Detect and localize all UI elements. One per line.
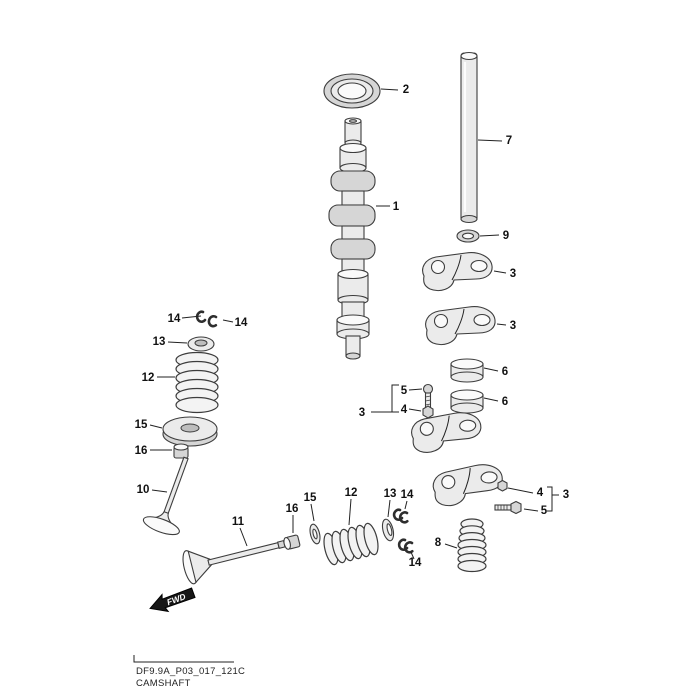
leader <box>408 408 422 412</box>
leader <box>479 234 500 237</box>
leader <box>348 498 352 526</box>
part-label: 5 <box>541 505 548 517</box>
part-labels: 2 1 7 9 3 3 6 6 5 4 3 14 14 13 12 15 16 … <box>135 84 570 569</box>
oil-seal <box>323 73 381 109</box>
adjusting-screw-2 <box>494 500 522 515</box>
part-label: 2 <box>403 84 409 96</box>
part-label: 5 <box>401 385 408 397</box>
part-label: 4 <box>537 487 544 499</box>
spring-retainer-1 <box>187 336 215 352</box>
leader <box>404 500 408 510</box>
footer-rule <box>133 655 234 663</box>
part-label: 15 <box>135 419 148 431</box>
part-label: 10 <box>137 484 150 496</box>
leader <box>380 88 399 91</box>
leader <box>387 499 391 518</box>
fwd-arrow: FWD <box>149 587 196 613</box>
valve-2 <box>182 539 286 585</box>
part-label: 16 <box>135 445 148 457</box>
leader <box>507 487 534 494</box>
fwd-arrow-label: FWD <box>165 591 187 607</box>
part-label: 9 <box>503 230 509 242</box>
bracket-right <box>547 486 559 512</box>
leader <box>222 319 234 323</box>
part-label: 6 <box>502 396 508 408</box>
part-label: 15 <box>304 492 317 504</box>
part-label: 11 <box>232 516 245 528</box>
valve-stem-seal-1 <box>173 443 189 459</box>
leader <box>523 508 539 512</box>
rocker-arm-1 <box>422 252 493 292</box>
spring-seat-1 <box>162 416 218 447</box>
spring-retainer-2 <box>381 518 395 542</box>
part-label: 14 <box>168 313 181 325</box>
part-label: 13 <box>153 336 166 348</box>
leader <box>444 543 458 549</box>
fwd-arrow-shape <box>149 587 196 613</box>
leader <box>496 323 507 326</box>
drawing-title: CAMSHAFT <box>136 678 191 689</box>
bushing-1 <box>450 358 484 383</box>
spring-seat-2 <box>309 523 321 545</box>
part-label: 3 <box>510 268 516 280</box>
part-label: 3 <box>563 489 569 501</box>
leader <box>149 424 163 429</box>
drawing-code: DF9.9A_P03_017_121C <box>136 666 245 677</box>
part-label: 12 <box>345 487 358 499</box>
leader <box>181 315 202 319</box>
valve-cotter-2 <box>206 313 220 329</box>
leader <box>408 388 423 391</box>
valve-spring-1 <box>175 351 219 414</box>
leader <box>310 503 315 522</box>
leader <box>167 341 188 344</box>
part-label: 16 <box>286 503 299 515</box>
part-label: 14 <box>235 317 248 329</box>
leader <box>239 527 248 547</box>
part-label: 6 <box>502 366 508 378</box>
leader <box>483 367 499 372</box>
footer: DF9.9A_P03_017_121C CAMSHAFT <box>133 655 245 689</box>
o-ring <box>456 229 480 243</box>
part-label: 3 <box>510 320 516 332</box>
part-label: 12 <box>142 372 155 384</box>
part-label: 13 <box>384 488 397 500</box>
rocker-arm-4 <box>431 462 505 508</box>
part-label: 7 <box>506 135 512 147</box>
part-label: 8 <box>435 537 442 549</box>
push-rod <box>460 51 478 224</box>
leader <box>410 551 415 560</box>
part-label: 4 <box>401 404 408 416</box>
rocker-arm-3 <box>410 411 483 454</box>
valve-cotter-4 <box>397 510 411 525</box>
rocker-spring <box>457 518 487 573</box>
leader <box>151 489 168 493</box>
adjusting-screw-1 <box>422 383 434 410</box>
leader <box>483 397 499 402</box>
valve-stem-seal-2 <box>283 534 301 550</box>
leader-lines <box>149 88 559 560</box>
part-label: 1 <box>393 201 400 213</box>
bushing-2 <box>450 389 484 414</box>
locknut-1 <box>422 405 434 419</box>
part-label: 3 <box>359 407 365 419</box>
leader <box>493 270 507 274</box>
valve-1 <box>142 456 189 536</box>
locknut-2 <box>497 479 508 492</box>
rocker-arm-2 <box>425 306 496 346</box>
part-label: 14 <box>401 489 414 501</box>
leader <box>477 139 503 142</box>
valve-spring-2 <box>323 522 379 566</box>
camshaft <box>328 117 376 360</box>
valve-cotter-6 <box>402 540 416 555</box>
part-label: 14 <box>409 557 422 569</box>
bracket-mid <box>371 384 399 413</box>
